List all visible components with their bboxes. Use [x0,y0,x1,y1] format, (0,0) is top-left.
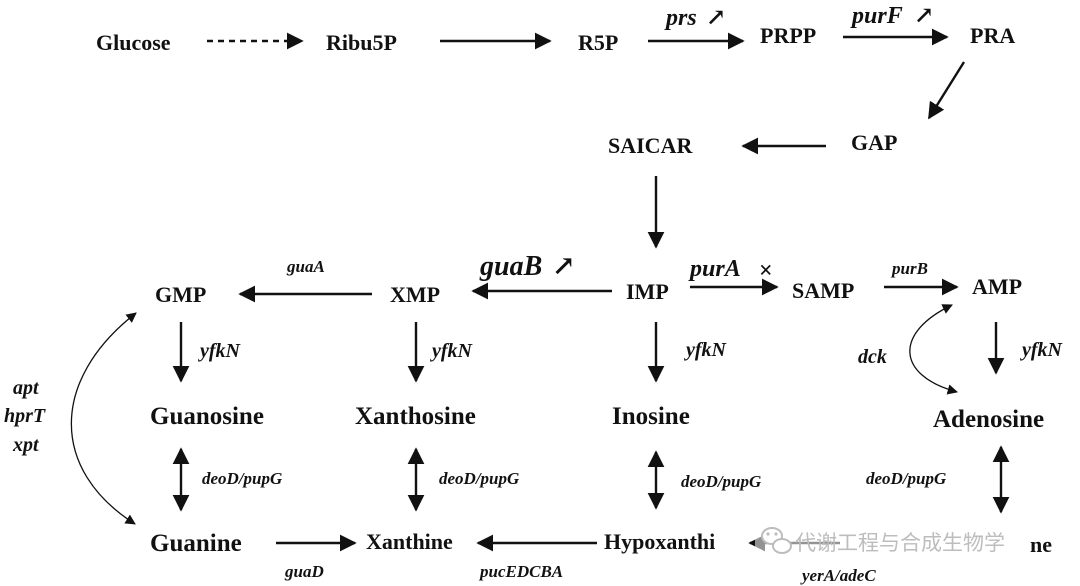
enzyme-deoD-guanosine: deoD/pupG [202,469,283,488]
enzyme-deoD-inosine: deoD/pupG [681,472,762,491]
arrow-dck-curve [909,304,959,395]
enzymes: prs ↗ purF ↗ guaB ↗ purA × guaA purB yfk… [4,3,1064,585]
enzyme-purB: purB [890,259,928,278]
upregulated-icon: ↗ [552,251,575,282]
enzyme-hprT: hprT [4,405,46,427]
enzyme-yfkN-imp: yfkN [684,339,728,361]
enzyme-guaD: guaD [284,562,324,581]
upregulated-icon: ↗ [914,3,934,29]
watermark-text: 代谢工程与合成生物学 [795,531,1005,555]
node-guanine: Guanine [150,530,242,557]
enzyme-xpt: xpt [12,434,40,456]
enzyme-purF: purF [850,3,903,29]
node-adenosine: Adenosine [933,406,1044,433]
watermark: 代谢工程与合成生物学 [755,522,1020,566]
node-ribu5p: Ribu5P [326,30,397,55]
upregulated-icon: ↗ [706,5,726,31]
knockout-icon: × [759,258,773,284]
pathway-arrows [70,28,1010,552]
enzyme-prs: prs [664,5,697,31]
enzyme-deoD-xanthosine: deoD/pupG [439,469,520,488]
enzyme-deoD-adenosine: deoD/pupG [866,469,947,488]
node-gap: GAP [851,130,897,155]
enzyme-yfkN-xmp: yfkN [430,340,474,362]
node-saicar: SAICAR [608,133,693,158]
node-samp: SAMP [792,278,854,303]
enzyme-yfkN-amp: yfkN [1020,339,1064,361]
arrow-pra-gap [927,61,966,120]
metabolites: Glucose Ribu5P R5P PRPP PRA GAP SAICAR I… [96,23,1052,557]
enzyme-yerA-adeC: yerA/adeC [800,566,876,585]
arrow-salvage-curve [70,312,137,525]
node-xmp: XMP [390,282,440,307]
node-imp: IMP [626,279,669,304]
wechat-icon [761,527,792,554]
enzyme-dck: dck [858,346,887,368]
node-xanthine: Xanthine [366,529,453,554]
node-inosine: Inosine [612,403,690,430]
enzyme-apt: apt [13,377,40,399]
enzyme-guaA: guaA [286,257,325,276]
node-glucose: Glucose [96,30,171,55]
enzyme-yfkN-gmp: yfkN [198,340,242,362]
enzyme-guaB: guaB [479,251,542,282]
node-guanosine: Guanosine [150,403,264,430]
node-r5p: R5P [578,30,618,55]
enzyme-pucEDCBA: pucEDCBA [478,562,563,581]
node-hypoxanthine: Hypoxanthi [604,529,715,554]
node-xanthosine: Xanthosine [355,403,476,430]
node-adenine-partial: ne [1030,532,1052,557]
node-prpp: PRPP [760,23,816,48]
enzyme-purA: purA [688,256,741,282]
node-pra: PRA [970,23,1015,48]
node-amp: AMP [972,274,1022,299]
node-gmp: GMP [155,282,206,307]
